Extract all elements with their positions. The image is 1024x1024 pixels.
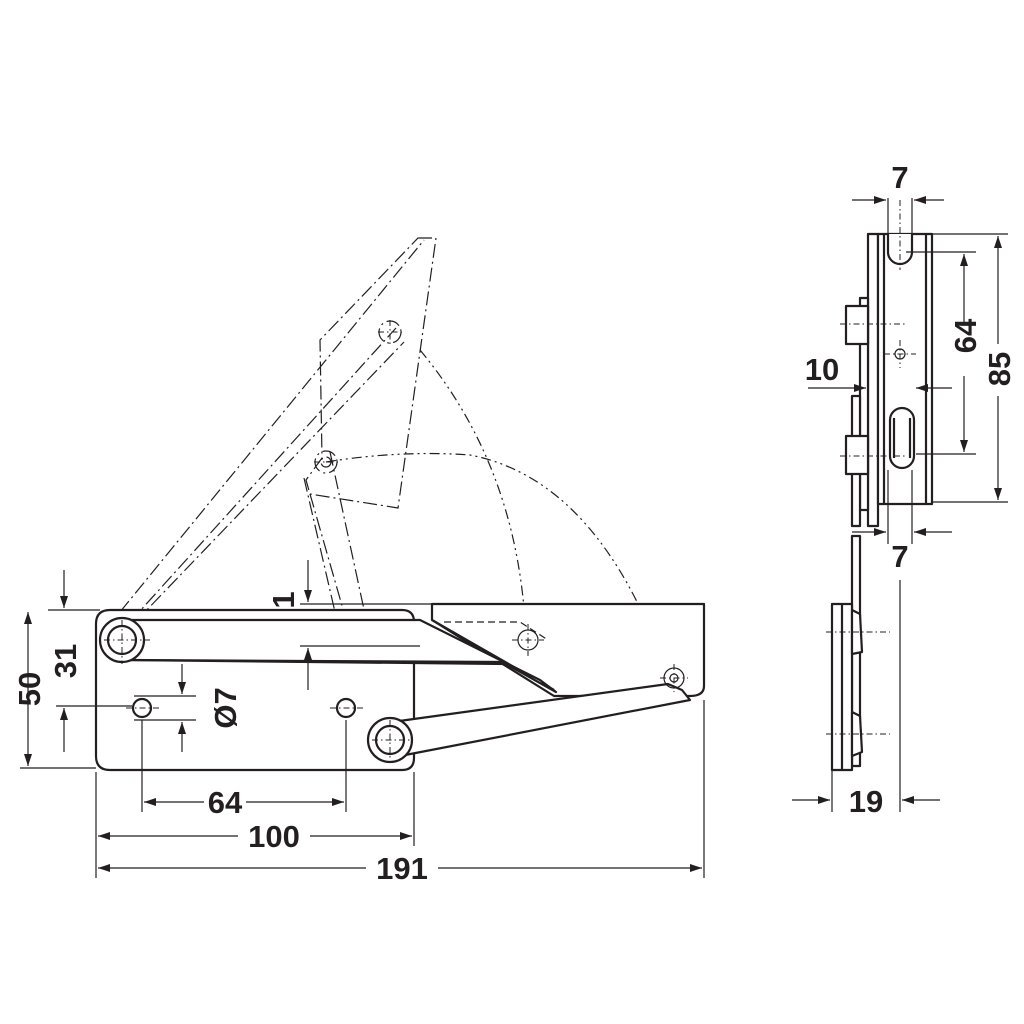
dim-hole-spacing: 64 [208, 785, 243, 820]
dim-overall-height: 50 [12, 672, 47, 706]
lower-arm [390, 682, 692, 758]
side-upper-bracket [840, 200, 934, 528]
dim-side-top-width: 7 [891, 160, 908, 195]
side-extension-lines [831, 198, 1008, 812]
dim-overall-length: 191 [376, 851, 428, 886]
dim-base-length: 100 [248, 819, 300, 854]
dim-side-bottom-width: 7 [891, 539, 908, 574]
extension-lines [20, 603, 705, 878]
side-dimension-lines [792, 196, 1002, 804]
dim-side-offset: 10 [805, 352, 839, 387]
dim-side-slot-length: 64 [948, 318, 983, 353]
front-view: 50 31 1 Ø7 64 100 191 [12, 237, 706, 886]
dim-hole-diameter: Ø7 [208, 687, 243, 728]
dim-gap: 1 [266, 591, 301, 608]
dim-pivot-height: 31 [48, 644, 83, 678]
swing-arcs [325, 349, 669, 677]
side-view: 7 64 85 10 7 19 [792, 160, 1017, 819]
center-lines [104, 320, 688, 760]
dim-side-height: 85 [982, 352, 1017, 386]
side-lower-plate [826, 534, 890, 772]
dim-side-thickness: 19 [849, 784, 883, 819]
